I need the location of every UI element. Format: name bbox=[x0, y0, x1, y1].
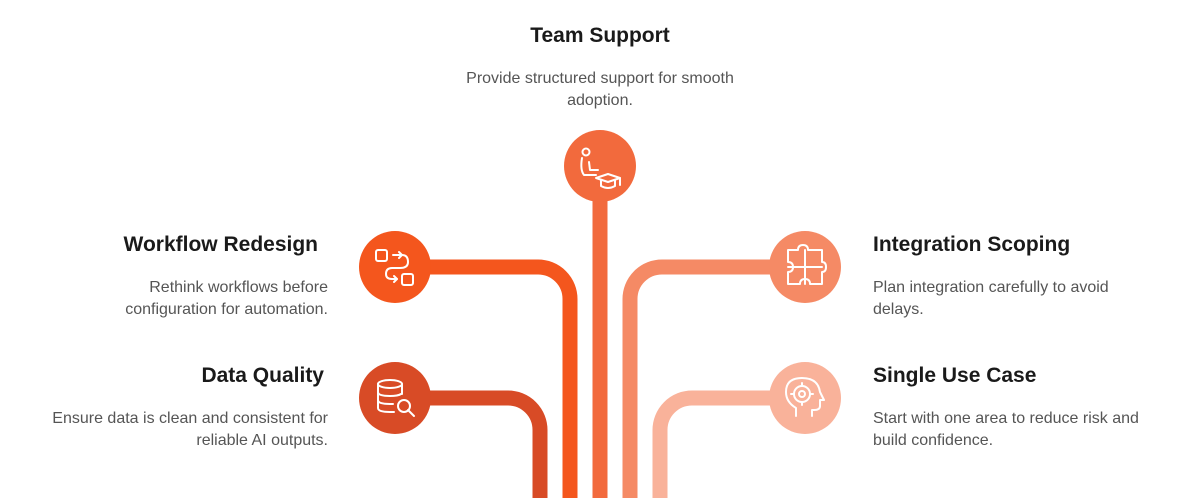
team-support-circle bbox=[564, 130, 636, 202]
head-target-icon bbox=[785, 377, 825, 417]
workflow-redesign-title: Workflow Redesign bbox=[123, 233, 318, 256]
puzzle-icon bbox=[787, 244, 827, 285]
node-workflow-redesign bbox=[359, 231, 431, 303]
integration-scoping-description: Plan integration carefully to avoid dela… bbox=[873, 279, 1109, 318]
single-use-case-title: Single Use Case bbox=[873, 364, 1037, 387]
integration-scoping-title: Integration Scoping bbox=[873, 233, 1071, 256]
connector-workflow-redesign bbox=[430, 259, 578, 498]
team-support-description: Provide structured support for smooth ad… bbox=[466, 70, 734, 109]
connector-single-use-case bbox=[652, 390, 770, 498]
node-integration-scoping bbox=[769, 231, 841, 303]
node-team-support bbox=[564, 130, 636, 202]
database-search-icon bbox=[377, 379, 415, 417]
node-data-quality bbox=[359, 362, 431, 434]
data-quality-title: Data Quality bbox=[201, 364, 324, 387]
data-quality-description: Ensure data is clean and consistent for … bbox=[52, 410, 328, 449]
person-graduation-cap-icon bbox=[580, 147, 621, 189]
connector-integration-scoping bbox=[622, 259, 770, 498]
workflow-redesign-description: Rethink workflows before configuration f… bbox=[125, 279, 328, 318]
workflow-arrows-icon bbox=[375, 249, 414, 286]
node-single-use-case bbox=[769, 362, 841, 434]
single-use-case-circle bbox=[769, 362, 841, 434]
single-use-case-description: Start with one area to reduce risk and b… bbox=[873, 410, 1139, 449]
data-quality-circle bbox=[359, 362, 431, 434]
connector-data-quality bbox=[430, 390, 548, 498]
team-support-title: Team Support bbox=[530, 24, 670, 47]
